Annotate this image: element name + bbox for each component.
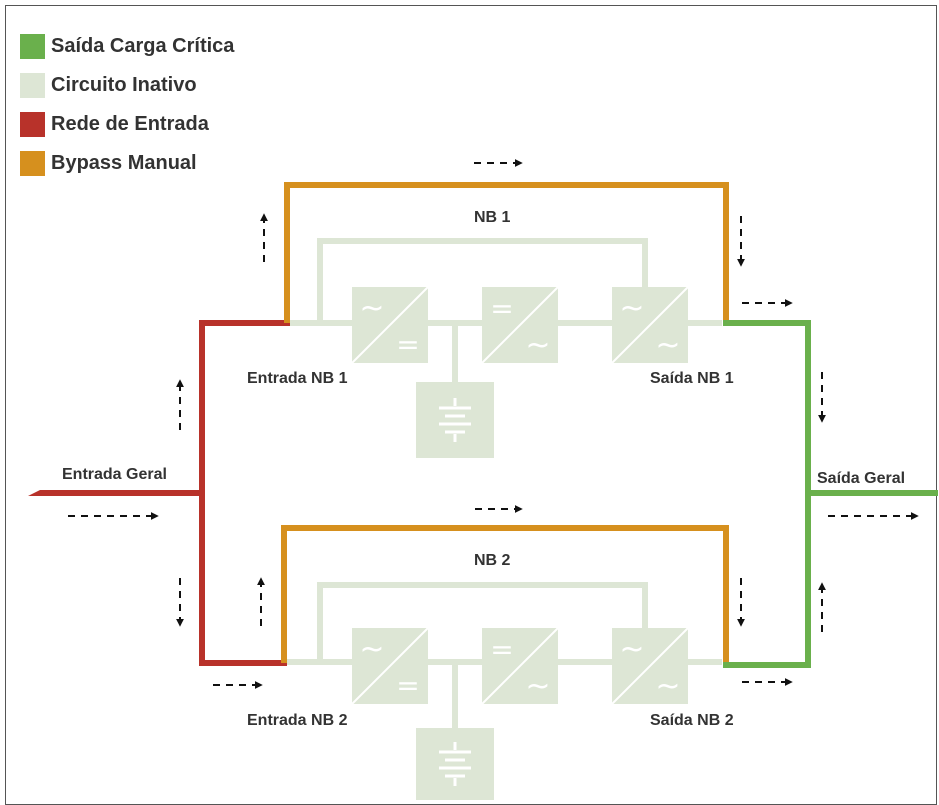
nb2-battery xyxy=(416,728,494,800)
dc-symbol-icon: = xyxy=(490,292,513,325)
orange-square-icon xyxy=(20,151,45,176)
ac-symbol-icon: ~ xyxy=(655,328,680,363)
saida-nb2-label: Saída NB 2 xyxy=(650,712,734,729)
saida-geral-label: Saída Geral xyxy=(817,470,906,487)
nb1-battery xyxy=(416,382,494,458)
entrada-nb1-label: Entrada NB 1 xyxy=(247,370,348,387)
input-line-end xyxy=(28,490,40,496)
nb2-rectifier: ~ = xyxy=(351,627,429,705)
green-square-icon xyxy=(20,34,45,59)
legend-item-saida-carga-critica: Saída Carga Crítica xyxy=(20,27,234,66)
entrada-geral-label: Entrada Geral xyxy=(62,466,167,483)
ac-symbol-icon: ~ xyxy=(359,632,384,667)
nb1-rectifier: ~ = xyxy=(351,286,429,364)
ac-symbol-icon: ~ xyxy=(525,669,550,704)
saida-nb1-label: Saída NB 1 xyxy=(650,370,734,387)
legend-label: Bypass Manual xyxy=(51,152,197,174)
legend: Saída Carga Crítica Circuito Inativo Red… xyxy=(20,27,234,183)
legend-label: Circuito Inativo xyxy=(51,74,197,96)
light-green-square-icon xyxy=(20,73,45,98)
legend-label: Rede de Entrada xyxy=(51,113,209,135)
flow-arrows xyxy=(68,159,919,689)
nb2-static-switch: ~ ~ xyxy=(611,627,689,705)
entrada-nb2-label: Entrada NB 2 xyxy=(247,712,348,729)
manual-bypass xyxy=(281,182,729,663)
ac-symbol-icon: ~ xyxy=(655,669,680,704)
nb1-static-switch: ~ ~ xyxy=(611,286,689,364)
legend-label: Saída Carga Crítica xyxy=(51,35,235,57)
battery-icon xyxy=(439,398,471,442)
dc-symbol-icon: = xyxy=(396,328,419,361)
dc-symbol-icon: = xyxy=(490,633,513,666)
battery-icon xyxy=(439,742,471,786)
ac-symbol-icon: ~ xyxy=(525,328,550,363)
legend-item-bypass-manual: Bypass Manual xyxy=(20,144,234,183)
red-square-icon xyxy=(20,112,45,137)
dc-symbol-icon: = xyxy=(396,669,419,702)
nb2-title: NB 2 xyxy=(474,552,511,569)
nb2-inverter: = ~ xyxy=(481,627,559,705)
nb1-title: NB 1 xyxy=(474,209,511,226)
ac-symbol-icon: ~ xyxy=(619,291,644,326)
legend-item-circuito-inativo: Circuito Inativo xyxy=(20,66,234,105)
ac-symbol-icon: ~ xyxy=(359,291,384,326)
critical-output xyxy=(723,320,938,668)
ac-symbol-icon: ~ xyxy=(619,632,644,667)
legend-item-rede-de-entrada: Rede de Entrada xyxy=(20,105,234,144)
input-network xyxy=(40,320,290,666)
nb1-inverter: = ~ xyxy=(481,286,559,364)
